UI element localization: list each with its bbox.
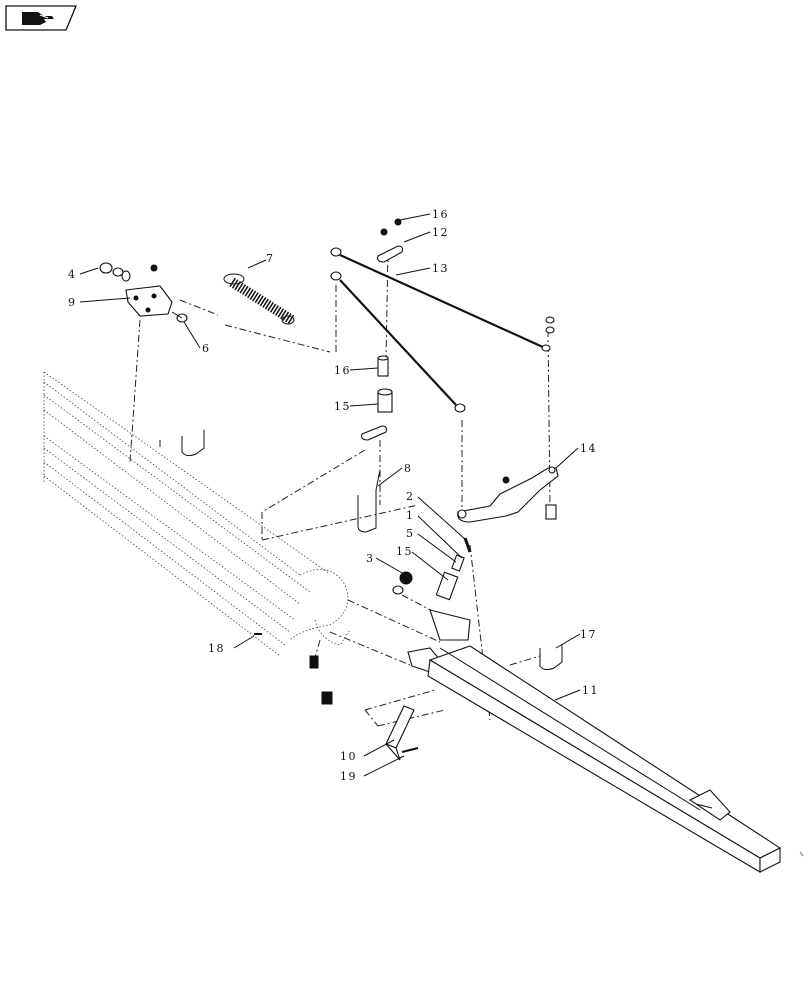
callout-17: 16	[432, 208, 449, 221]
link-plate-12	[377, 218, 404, 263]
callout-15-lower: 15	[396, 545, 413, 558]
u-bolt-8	[357, 469, 381, 533]
callout-16: 16	[334, 364, 351, 377]
arm-plate-14	[457, 466, 559, 523]
cable-13	[330, 247, 555, 413]
callout-19: 18	[208, 642, 225, 655]
callout-4: 4	[68, 268, 77, 281]
callout-14: 14	[580, 442, 597, 455]
callout-3: 3	[366, 552, 375, 565]
callout-10: 10	[340, 750, 357, 763]
bushing-15-upper	[377, 388, 393, 413]
u-bolt-18	[539, 644, 563, 671]
callout-11: 11	[582, 684, 599, 697]
eyebolt-6	[171, 311, 188, 323]
callout-13: 13	[432, 262, 449, 275]
blade-10	[385, 705, 415, 761]
callout-15-upper: 15	[334, 400, 351, 413]
callout-1: 1	[406, 509, 415, 522]
pin-20	[401, 747, 419, 753]
bushing-15-lower	[435, 571, 459, 601]
callout-labels: 16 12 13 7 4 9 6 16 15 8 2 1 5 15 3 14 1…	[68, 208, 599, 783]
callout-5: 5	[406, 527, 415, 540]
leader-lines	[79, 213, 581, 777]
callout-8: 8	[404, 462, 413, 475]
navigation-hand-icon[interactable]	[5, 5, 77, 31]
bolt-5	[451, 554, 465, 572]
u-bolt-upper	[181, 430, 205, 457]
callout-6: 6	[202, 342, 211, 355]
frame-hidden-outline	[43, 371, 351, 657]
tube-arm-11	[407, 609, 782, 873]
link-plate-lower	[361, 425, 388, 441]
callout-20: 19	[340, 770, 357, 783]
callout-18: 17	[580, 628, 597, 641]
spring-7	[223, 273, 295, 325]
pin-2	[463, 537, 472, 553]
hardware-bottom	[309, 655, 333, 705]
nut-3	[392, 571, 413, 595]
callout-12: 12	[432, 226, 449, 239]
nut-4	[99, 262, 158, 282]
callout-2: 2	[406, 490, 415, 503]
callout-7: 7	[266, 252, 275, 265]
bracket-9	[125, 285, 173, 317]
pin-16	[377, 355, 389, 377]
corner-mark	[799, 851, 804, 857]
callout-9: 9	[68, 296, 77, 309]
